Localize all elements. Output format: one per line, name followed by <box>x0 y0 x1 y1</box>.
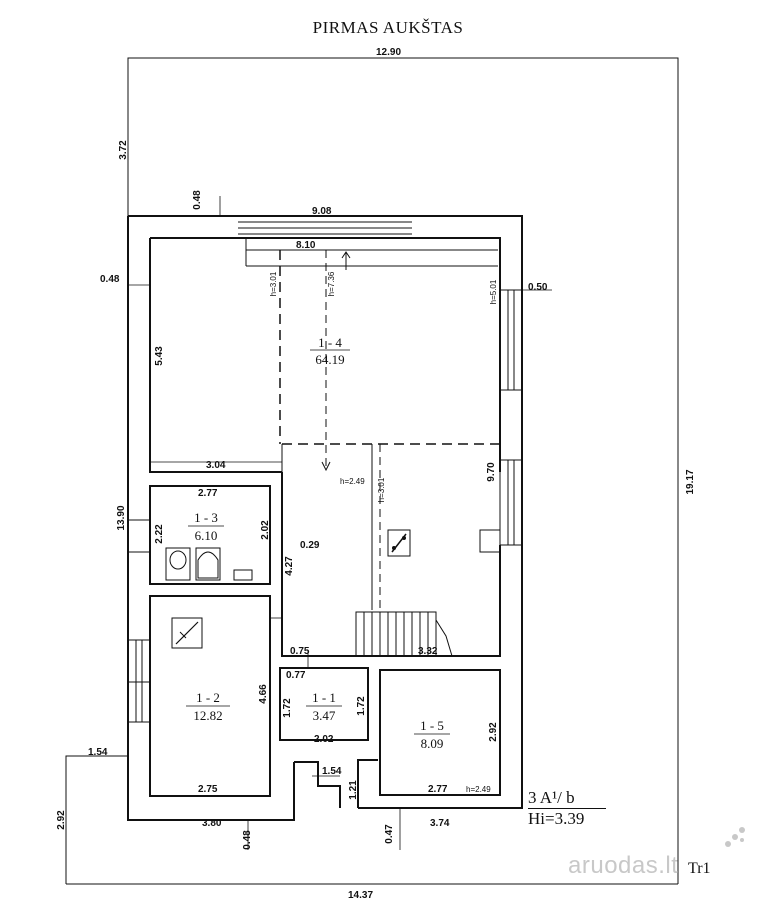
room-label-1-3: 1 - 3 6.10 <box>188 510 224 543</box>
dim-label: 2.22 <box>154 524 165 544</box>
dim-label: 2.77 <box>428 784 448 795</box>
svg-text:1 - 5: 1 - 5 <box>420 718 444 733</box>
sink-icon <box>195 547 221 581</box>
dim-label: 4.27 <box>284 556 295 576</box>
svg-text:12.82: 12.82 <box>193 708 222 723</box>
svg-text:8.09: 8.09 <box>421 736 444 751</box>
svg-text:1 - 4: 1 - 4 <box>318 335 342 350</box>
site-outline <box>127 57 679 884</box>
height-label: h=3.01 <box>269 271 278 296</box>
svg-text:1 - 2: 1 - 2 <box>196 690 220 705</box>
dim-label: 2.75 <box>198 784 218 795</box>
entrance-porch <box>294 761 341 808</box>
dim-label: 0.48 <box>192 190 203 210</box>
electric-meter-icon <box>171 617 203 649</box>
height-label: h=7.36 <box>327 271 336 296</box>
dim-label: 13.90 <box>116 505 127 530</box>
plan-title: PIRMAS AUKŠTAS <box>312 18 464 37</box>
dim-label: 4.66 <box>258 684 269 704</box>
dim-label: 1.21 <box>348 780 359 800</box>
dim-label: 1.54 <box>88 747 108 758</box>
outer-wall-left <box>127 216 295 821</box>
classification-code: 3 A¹/ b <box>528 788 575 807</box>
dim-label: 2.92 <box>56 810 67 830</box>
height-label: h=3.01 <box>377 477 386 502</box>
dim-label: 0.48 <box>242 830 253 850</box>
dim-label: 8.10 <box>296 240 316 251</box>
classification-divider <box>528 808 606 809</box>
dim-label: 2.92 <box>488 722 499 742</box>
svg-text:1 - 1: 1 - 1 <box>312 690 336 705</box>
dim-label: 0.47 <box>384 824 395 844</box>
svg-text:6.10: 6.10 <box>195 528 218 543</box>
building-classification: 3 A¹/ b Hi=3.39 <box>528 788 606 829</box>
dim-label: 3.74 <box>430 818 450 829</box>
dim-label: 3.04 <box>206 460 226 471</box>
chimney <box>479 529 501 553</box>
dim-label: 2.02 <box>260 520 271 540</box>
room-label-1-2: 1 - 2 12.82 <box>186 690 230 723</box>
dim-label: 9.70 <box>486 462 497 482</box>
room-11-walls <box>279 667 369 741</box>
dim-label: 9.08 <box>312 206 332 217</box>
dim-label: 0.77 <box>286 670 306 681</box>
dashed-openings <box>279 250 500 445</box>
height-label: h=5.01 <box>489 279 498 304</box>
room-label-1-4: 1 - 4 64.19 <box>310 335 350 367</box>
room-15-walls <box>379 669 501 796</box>
dim-label: 1.72 <box>356 696 367 716</box>
dim-label: 0.50 <box>528 282 548 293</box>
watermark-dots-icon <box>725 827 745 847</box>
ridge-arrows <box>321 251 351 472</box>
drawing-code: Tr1 <box>688 860 711 877</box>
dim-label: 12.90 <box>376 47 401 58</box>
room-label-1-1: 1 - 1 3.47 <box>306 690 342 723</box>
svg-text:64.19: 64.19 <box>315 352 344 367</box>
right-window <box>499 289 523 546</box>
top-window <box>238 221 498 267</box>
dim-label: 19.17 <box>685 469 696 494</box>
dim-label: 3.80 <box>202 818 222 829</box>
watermark-logo: aruodas.lt <box>568 852 679 879</box>
dim-label: 0.75 <box>290 646 310 657</box>
left-window <box>127 519 151 723</box>
staircase-icon <box>355 611 453 657</box>
height-label: h=2.49 <box>466 785 491 794</box>
toilet-icon <box>165 547 191 581</box>
dim-label: 3.72 <box>118 140 129 160</box>
dim-label: 1.54 <box>322 766 342 777</box>
dim-label: 2.02 <box>314 734 334 745</box>
height-label: h=2.49 <box>340 477 365 486</box>
living-bottom-wall <box>149 238 282 473</box>
electric-meter-icon <box>387 529 411 557</box>
dim-label: 0.29 <box>300 540 320 551</box>
room-label-1-5: 1 - 5 8.09 <box>414 718 450 751</box>
dim-label: 0.48 <box>100 274 120 285</box>
hall-walls <box>281 472 501 657</box>
room-12-walls <box>149 595 271 797</box>
dim-label: 1.72 <box>282 698 293 718</box>
dim-label: 2.77 <box>198 488 218 499</box>
entrance-step <box>357 759 378 808</box>
dim-label: 3.32 <box>418 646 438 657</box>
site-outline-lower <box>65 755 128 884</box>
dim-label: 14.37 <box>348 890 373 900</box>
svg-text:1 - 3: 1 - 3 <box>194 510 218 525</box>
svg-text:3.47: 3.47 <box>313 708 336 723</box>
dim-label: 5.43 <box>154 346 165 366</box>
classification-height: Hi=3.39 <box>528 809 585 828</box>
drain <box>233 569 253 581</box>
